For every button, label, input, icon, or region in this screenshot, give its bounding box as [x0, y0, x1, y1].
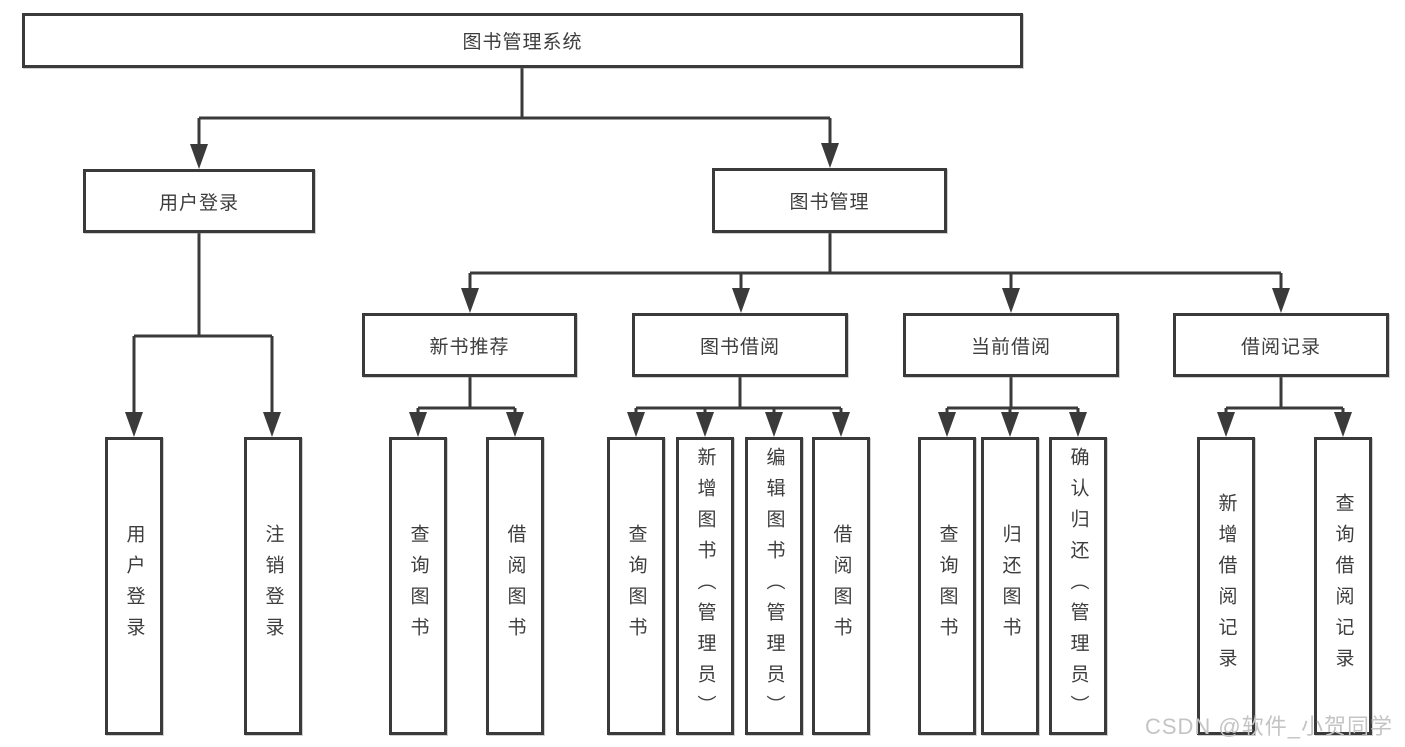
leaf-query-book-newbook: 查询图书: [389, 437, 447, 735]
node-label: 用户登录: [158, 192, 239, 214]
node-label: 借阅记录: [1240, 336, 1321, 358]
node-label: 当前借阅: [970, 336, 1051, 358]
node-current-borrow: 当前借阅: [903, 313, 1119, 377]
leaf-label: 归还图书: [999, 524, 1021, 648]
leaf-label: 编辑图书（管理员）: [763, 446, 785, 726]
node-library-management-system: 图书管理系统: [22, 13, 1023, 68]
node-user-login: 用户登录: [83, 169, 315, 233]
leaf-label: 新增借阅记录: [1215, 493, 1237, 679]
leaf-query-book-current: 查询图书: [918, 437, 976, 735]
leaf-user-login: 用户登录: [105, 437, 163, 735]
leaf-confirm-return-admin: 确认归还（管理员）: [1049, 437, 1107, 735]
leaf-borrow-book: 借阅图书: [812, 437, 870, 735]
leaf-logout: 注销登录: [244, 437, 302, 735]
leaf-label: 新增图书（管理员）: [694, 446, 716, 726]
leaf-label: 借阅图书: [830, 524, 852, 648]
leaf-label: 确认归还（管理员）: [1067, 446, 1089, 726]
leaf-label: 借阅图书: [504, 524, 526, 648]
leaf-add-book-admin: 新增图书（管理员）: [676, 437, 734, 735]
leaf-query-borrow-record: 查询借阅记录: [1314, 437, 1372, 735]
leaf-label: 注销登录: [262, 524, 284, 648]
leaf-query-book-borrow: 查询图书: [607, 437, 665, 735]
csdn-watermark: CSDN @软件_小贺同学: [1144, 714, 1393, 739]
leaf-label: 查询借阅记录: [1332, 493, 1354, 679]
leaf-add-borrow-record: 新增借阅记录: [1197, 437, 1255, 735]
node-label: 图书管理: [789, 192, 870, 213]
leaf-label: 查询图书: [407, 524, 429, 648]
leaf-return-book: 归还图书: [981, 437, 1039, 735]
leaf-label: 用户登录: [123, 524, 145, 648]
arrowheads: [125, 143, 1352, 437]
leaf-borrow-book-newbook: 借阅图书: [486, 437, 544, 735]
node-book-management: 图书管理: [712, 168, 947, 233]
node-label: 新书推荐: [429, 336, 510, 358]
node-borrow-record: 借阅记录: [1173, 313, 1389, 377]
node-new-book-recommend: 新书推荐: [362, 313, 577, 377]
node-label: 图书管理系统: [462, 32, 583, 53]
leaf-label: 查询图书: [625, 524, 647, 648]
tree-edges: [132, 68, 1345, 415]
leaf-edit-book-admin: 编辑图书（管理员）: [745, 437, 803, 735]
leaf-label: 查询图书: [936, 524, 958, 648]
node-book-borrow: 图书借阅: [632, 313, 848, 377]
node-label: 图书借阅: [699, 336, 780, 358]
